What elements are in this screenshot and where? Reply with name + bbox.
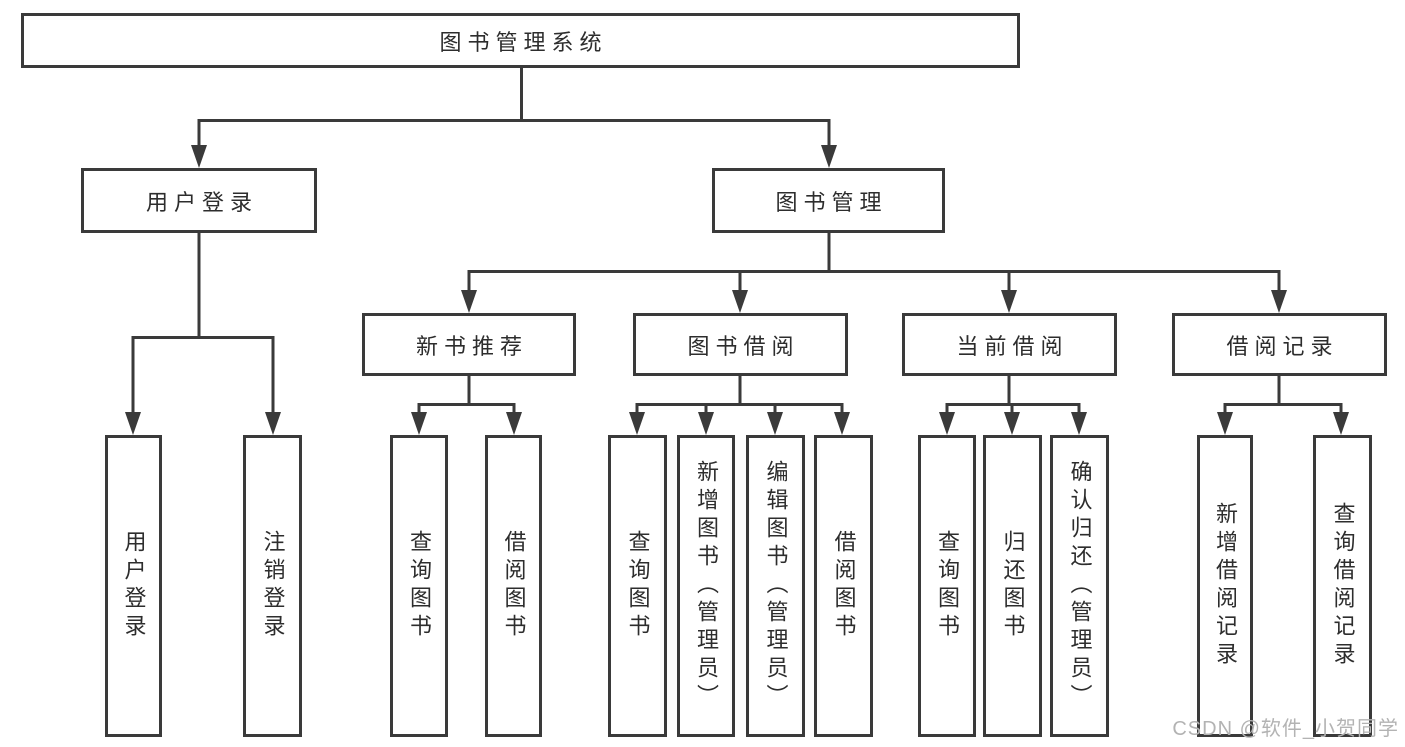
node-current-borrowing: 当前借阅 [902, 313, 1117, 376]
leaf-query-books-borrowing: 查询图书 [608, 435, 667, 737]
leaf-add-borrow-record: 新增借阅记录 [1197, 435, 1253, 737]
leaf-add-books-admin: 新增图书（管理员） [677, 435, 735, 737]
leaf-edit-books-admin: 编辑图书（管理员） [746, 435, 805, 737]
node-book-management: 图书管理 [712, 168, 945, 233]
leaf-query-books-current: 查询图书 [918, 435, 976, 737]
leaf-return-books: 归还图书 [983, 435, 1042, 737]
leaf-logout: 注销登录 [243, 435, 302, 737]
node-new-book-recommend: 新书推荐 [362, 313, 576, 376]
leaf-query-books-recommend: 查询图书 [390, 435, 448, 737]
node-user-login: 用户登录 [81, 168, 317, 233]
arrowheads [125, 145, 1349, 435]
node-borrowing-records: 借阅记录 [1172, 313, 1387, 376]
leaf-confirm-return-admin: 确认归还（管理员） [1050, 435, 1109, 737]
csdn-watermark: CSDN @软件_小贺同学 [1172, 718, 1399, 740]
leaf-user-login: 用户登录 [105, 435, 162, 737]
leaf-borrow-books-recommend: 借阅图书 [485, 435, 542, 737]
node-root-library-system: 图书管理系统 [21, 13, 1020, 68]
leaf-query-borrow-record: 查询借阅记录 [1313, 435, 1372, 737]
leaf-borrow-books: 借阅图书 [814, 435, 873, 737]
node-book-borrowing: 图书借阅 [633, 313, 848, 376]
